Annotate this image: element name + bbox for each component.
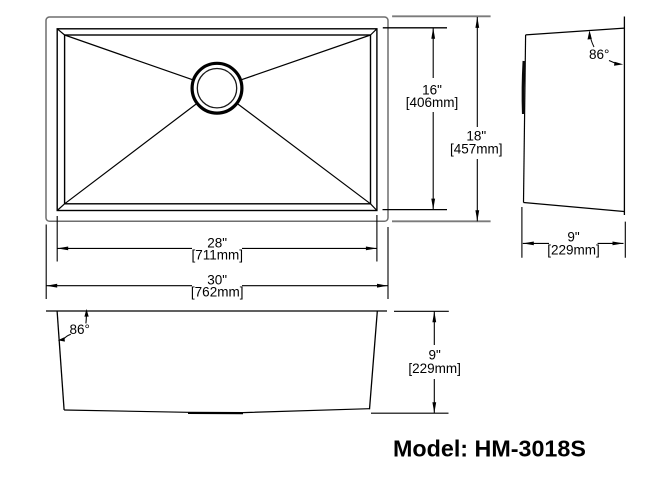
- svg-text:[229mm]: [229mm]: [408, 361, 461, 376]
- svg-text:9": 9": [428, 348, 441, 363]
- svg-text:86°: 86°: [70, 322, 90, 337]
- svg-text:[457mm]: [457mm]: [450, 142, 503, 157]
- svg-text:18": 18": [466, 129, 486, 144]
- svg-text:[229mm]: [229mm]: [547, 243, 600, 258]
- svg-text:30": 30": [207, 272, 227, 287]
- svg-text:[406mm]: [406mm]: [406, 95, 459, 110]
- svg-text:[711mm]: [711mm]: [191, 248, 243, 263]
- svg-text:[762mm]: [762mm]: [191, 285, 244, 300]
- svg-text:16": 16": [422, 83, 442, 98]
- svg-text:Model: HM-3018S: Model: HM-3018S: [393, 436, 586, 462]
- svg-text:28": 28": [207, 235, 227, 250]
- svg-text:86°: 86°: [589, 47, 609, 62]
- svg-text:9": 9": [567, 230, 580, 245]
